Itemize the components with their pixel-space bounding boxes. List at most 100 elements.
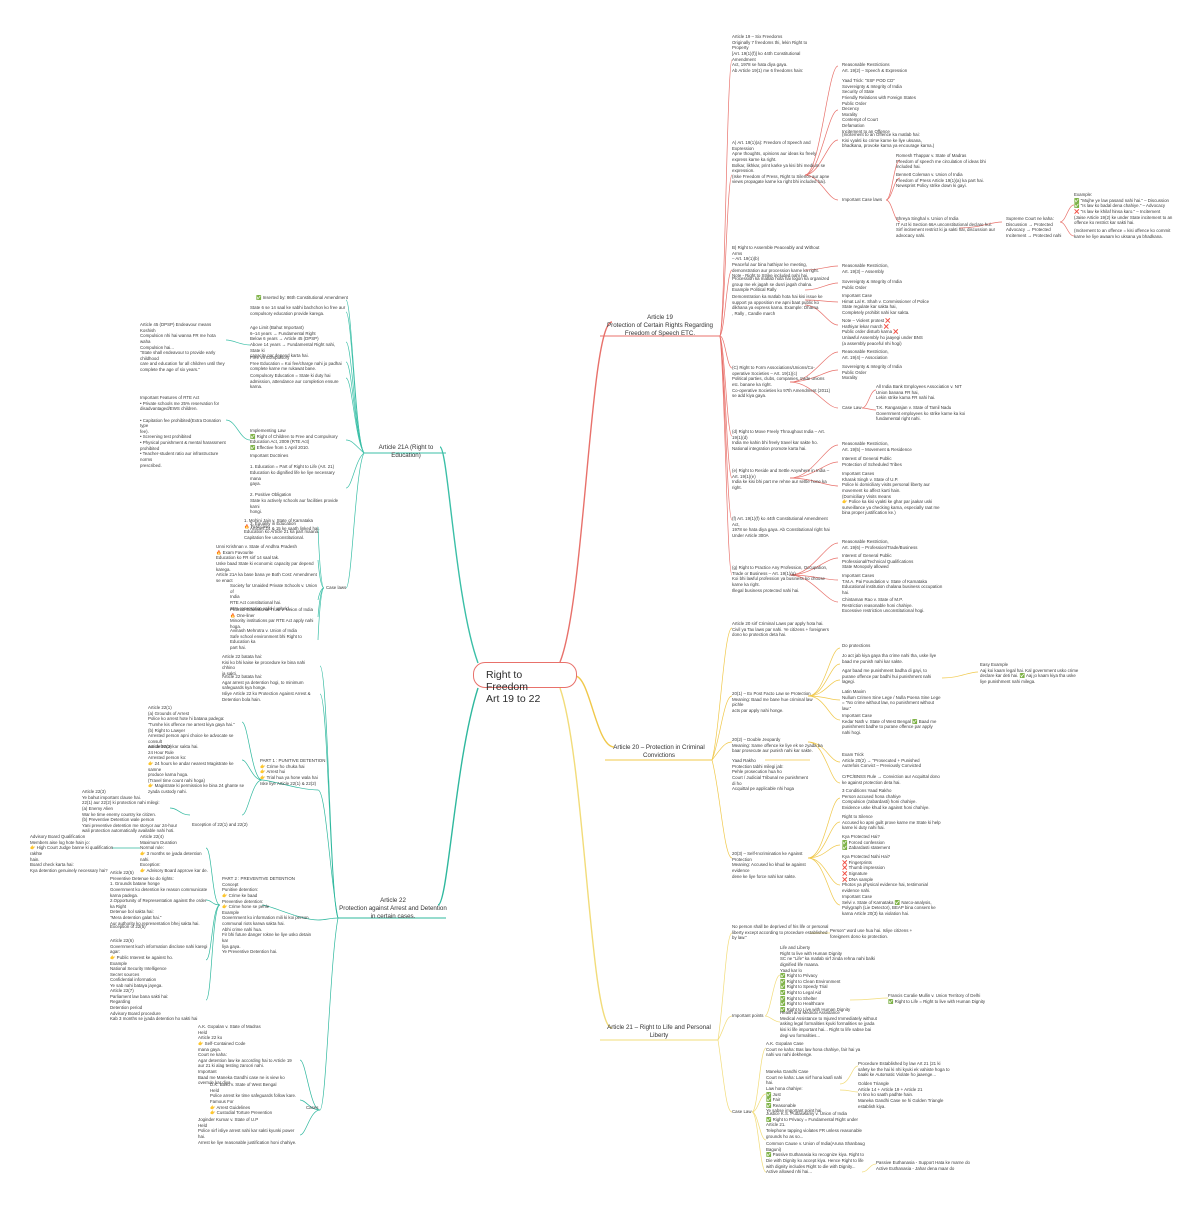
a21a-implementing-law: Implementing Law ✅ Right of Children to … xyxy=(250,428,338,450)
a19-movement-grounds: Interest of General Public Protection of… xyxy=(842,456,902,467)
case-puttaswamy: Justice K.S. Puttaswamy v. Union of Indi… xyxy=(766,1111,862,1139)
a20-kya-protected: Kya Protected Hai? ✅ Forced confession ✅… xyxy=(842,834,890,851)
a19-restriction-profession: Reasonable Restriction, Art. 19(6) – Pro… xyxy=(842,539,918,550)
case-avinash-mehrotra: Avinash Mehrotra v. Union of India Safe … xyxy=(230,628,302,650)
a21-health: Health and Medical Assistance Medical As… xyxy=(780,1010,877,1038)
case-bennett-coleman: Bennett Coleman v. Union of India Freedo… xyxy=(896,172,984,189)
root-node[interactable]: Right to Freedom Art 19 to 22 xyxy=(473,662,577,705)
a19-assembly-note: Note – Violent protest ❌ Hathiyar lekar … xyxy=(842,318,923,346)
case-gopalan-a22: A.K. Gopalan v. State of Madras Held Art… xyxy=(198,1024,292,1086)
case-gopalan-a21: A.K. Gopalan Case Court ne kaha: Bas law… xyxy=(766,1041,861,1058)
a19-property-removed: (f) Art. 19(1)(f) ko 44th Constitutional… xyxy=(732,516,830,538)
a19-profession: (g) Right to Practice Any Profession, Oc… xyxy=(732,565,828,593)
a20-exam-trick: Exam Trick Article 20(2) → "Prosecuted +… xyxy=(842,752,922,769)
a21-important-points: Important points xyxy=(732,1013,764,1018)
a22-exception-5: Exception of 22(5) xyxy=(110,924,146,929)
case-mohini-jain: 1. Mohini Jain v. State of Karnataka 🔥 F… xyxy=(244,518,320,540)
a20-do-protections: Do protections xyxy=(842,643,871,648)
a19-restriction-speech: Reasonable Restrictions Art. 19(2) – Spe… xyxy=(842,62,908,73)
a19-intro: Article 19 – Six Freedoms Originally 7 f… xyxy=(732,34,808,73)
case-kharak-singh: Important Cases Kharak Singh v. State of… xyxy=(842,471,940,516)
a21-procedure-law: Procedure Established by law Art 21 (21 … xyxy=(858,1061,950,1078)
a20-three-conditions: 3 Conditions Yaad Rakho Person accused h… xyxy=(842,788,930,810)
a21a-compulsory: Compulsory Education = State ki duty hai… xyxy=(250,373,339,390)
a19-incitement-offence: (Incitement to an offence = kisi offence… xyxy=(1074,228,1171,239)
case-himat-lal: Important Case Himat Lal K. Shah v. Comm… xyxy=(842,293,930,315)
a20-right-to-silence: Right to Silence Accused ko apni guilt p… xyxy=(842,814,941,831)
a22-clause-5: Article 22(5) Preventive Detenue ko do r… xyxy=(110,870,208,926)
a21a-dpsp: Article 45 (DPSP) Endeavour means Koshis… xyxy=(140,322,225,372)
a22-clause-2: Article 22(2) 24 Hour Rule Arrested pers… xyxy=(148,744,244,794)
a22-intro-1: Article 22 batata hai: Kisi ko bhi kaise… xyxy=(222,654,306,676)
a21-person-word: Person" word use hua hai. Isliye citizen… xyxy=(830,928,913,939)
a22-part-1: PART 1 : PUNITIVE DETENTION 👉 Crime ho c… xyxy=(260,758,326,786)
a22-clause-7: Article 22(7) Parliament law bana sakti … xyxy=(110,988,198,1022)
a20-latin-maxim: Latin Maxim Nullum Crimen Sine Lege / Nu… xyxy=(842,689,941,711)
a22-clause-3: Article 22(3) Ye bahut important clause … xyxy=(82,789,178,834)
a19-incitement-note: (Incitement to an Offence ka matlab hai:… xyxy=(842,132,935,149)
case-francis-coralie: Francis Coralie Mullin v. Union Territor… xyxy=(888,993,986,1004)
a20-easy-example: Easy Example Aaj koi kaam legal hai. Kal… xyxy=(980,662,1079,684)
case-bank-employees: All India Bank Employees Association v. … xyxy=(876,384,962,401)
a19-demonstration: Demonstration ka matlab hota hai kisi is… xyxy=(732,294,823,316)
a22-intro-2: Article 22 batata hai: Agar arrest ya de… xyxy=(222,674,311,702)
a19-associations: (C) Right to Form Associations/Unions/Co… xyxy=(732,365,831,399)
a19-yaad-trick: Yaad Trick: "SSF POD CD" Sovereignty & I… xyxy=(842,78,916,134)
a22-part-2: PART 2 : PREVENTIVE DETENTION Concept Pu… xyxy=(222,876,312,955)
branch-article-19[interactable]: Article 19 Protection of Certain Rights … xyxy=(607,314,713,337)
a19-assembly-grounds: Sovereignty & Integrity of India Public … xyxy=(842,279,902,290)
a19-right-assemble: B) Right to Assemble Peaceably and Witho… xyxy=(732,245,820,279)
a20-double-jeopardy: 20(2) – Double Jeopardy Meaning: Same of… xyxy=(732,737,823,754)
a21-case-law-label: Case Law xyxy=(732,1109,752,1114)
a19-move-freely: (d) Right to Move Freely Throughout Indi… xyxy=(732,429,825,451)
branch-article-21a[interactable]: Article 21A (Right to Education) xyxy=(378,444,434,459)
a21a-rte-features: Important Features of RTE Act • Private … xyxy=(140,395,226,468)
a21a-state-duty: State 6 se 14 saal ke sabhi bachchon ko … xyxy=(250,305,346,316)
a22-clause-4: Article 22(4) Maximum Duration Normal ru… xyxy=(140,834,208,873)
a21-euthanasia: Passive Euthanasia - Support Hata ke mar… xyxy=(876,1160,970,1171)
a19-speech-expression: A) Art. 19(1)(a): Freedom of Speech and … xyxy=(732,140,830,185)
a22-cases-label: Cases xyxy=(306,1105,319,1110)
a20-yaad-rakho: Yaad Rakho Protection tabhi milegi jab: … xyxy=(732,758,808,792)
a19-important-case-laws: Important Case laws xyxy=(842,197,883,202)
case-kedar-nath: Important Case Kedar Nath v. State of We… xyxy=(842,713,937,735)
a19-restriction-assembly: Reasonable Restriction, Art. 19(3) – Ass… xyxy=(842,263,889,274)
case-unni-krishnan: Unni Krishnan v. State of Andhra Pradesh… xyxy=(216,544,317,583)
a21-golden-triangle: Golden Triangle Article 14 + Article 19 … xyxy=(858,1081,944,1109)
a20-intro: Article 20 sirf Criminal Laws par apply … xyxy=(732,621,829,638)
case-unaided-schools: Society for Unaided Private Schools v. U… xyxy=(230,583,318,611)
a21a-case-laws-label: Case laws xyxy=(326,585,347,590)
case-rangarajan: T.K. Rangarajan v. State of Tamil Nadu G… xyxy=(876,405,966,422)
a20-self-incrimination: 20(3) – Self-Incrimination ke Against Pr… xyxy=(732,851,806,879)
a19-procession: Procession ka matlab hota hai logon ka o… xyxy=(732,276,830,293)
case-chintaman-rao: Chintaman Rao v. State of M.P. Restricti… xyxy=(842,597,925,614)
case-selvi: Important Case Selvi v. State of Karnata… xyxy=(842,894,936,916)
case-joginder-kumar: Joginder Kumar v. State of U.P Held Poli… xyxy=(198,1117,297,1145)
a21a-age-limit: Age Limit (Bahut Important) 6–14 years →… xyxy=(250,325,336,359)
case-pramati: Pramati Educational Trust v. Union of In… xyxy=(230,607,314,629)
case-shreya-singhal: Shreya Singhal v. Union of India IT Act … xyxy=(896,216,996,238)
a22-clause-6: Article 22(6) Government kuch informatio… xyxy=(110,938,208,988)
branch-article-22[interactable]: Article 22 Protection against Arrest and… xyxy=(339,897,447,920)
case-dk-basu: D.K. Basu v. State of West Bengal Held P… xyxy=(210,1082,297,1116)
a19-reside-settle: (e) Right to Reside and Settle Anywhere … xyxy=(732,468,830,490)
a19-restriction-association: Reasonable Restriction, Art. 19(4) – Ass… xyxy=(842,349,889,360)
case-tma-pai: Important Cases T.M.A. Pai Foundation v.… xyxy=(842,573,943,595)
a19-example: Example: ✅ "Mujhe ye law pasand nahi hai… xyxy=(1074,192,1173,226)
a19-sc-levels: Supreme Court ne kaha: Discussion → Prot… xyxy=(1006,216,1062,238)
a20-crpc-rule: CrPC/BNSS Rule → Conviction aur Acquitta… xyxy=(842,774,940,785)
a19-case-law-label: Case Law xyxy=(842,405,862,410)
a21-intro: No person shall be deprived of his life … xyxy=(732,924,829,941)
a20-agar-baad: Agar baad me punishment badha di gayi, t… xyxy=(842,668,932,685)
a22-clause-1: Article 22(1) (a) Grounds of Arrest Poli… xyxy=(148,705,235,750)
a19-profession-grounds: Interest of General Public Professional/… xyxy=(842,553,914,570)
a21a-free-vs-compulsory: Free vs Compulsory Free Education = Koi … xyxy=(250,355,342,372)
a20-ex-post-facto: 20(1) – Ex Post Facto Law se Protection … xyxy=(732,691,813,713)
branch-article-20[interactable]: Article 20 – Protection in Criminal Conv… xyxy=(613,744,705,759)
a20-kya-not-protected: Kya Protected Nahi Hai? ❌ Fingerprints ❌… xyxy=(842,854,928,893)
a21a-doctrines: Important Doctrines 1. Education = Part … xyxy=(250,453,339,532)
case-maneka-gandhi: Maneka Gandhi Case Court ne kaha: Law si… xyxy=(766,1069,843,1114)
branch-article-21[interactable]: Article 21 – Right to Life and Personal … xyxy=(607,1024,711,1039)
a22-advisory-board: Advisory Board Qualification Members ais… xyxy=(30,834,114,873)
